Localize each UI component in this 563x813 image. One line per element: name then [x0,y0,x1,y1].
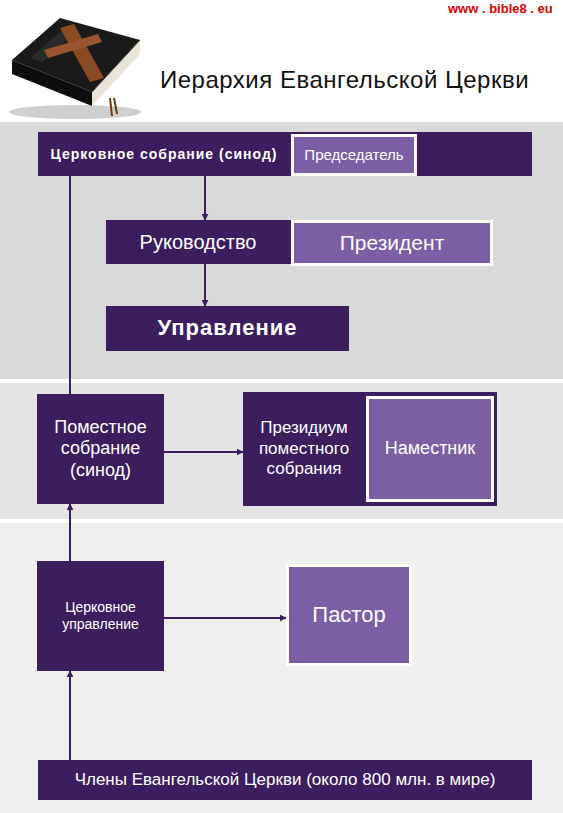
diagram-title: Иерархия Евангельской Церкви [160,66,529,94]
box-label: Управление [106,306,349,351]
pastor-box: Пастор [286,564,412,666]
administration-box: Управление [106,306,349,351]
synod-box: Церковное собрание (синод)Председатель [38,132,532,176]
vicar-box: Наместник [366,396,494,502]
box-label: Председатель [294,137,414,173]
connector-arrow [164,451,243,453]
bible-illustration [0,0,150,122]
connector-arrow [164,617,286,619]
members-box: Члены Евангельской Церкви (около 800 млн… [38,760,532,800]
leadership-box: РуководствоПрезидент [106,220,493,264]
chairman-box: Председатель [291,134,417,176]
box-label: Президиум поместного собрания [243,392,365,506]
box-label: Президент [294,223,490,263]
presidium-box: Президиум поместного собранияНаместник [243,392,497,506]
watermark: www . bible8 . eu [448,1,553,16]
connector-arrow [204,176,206,220]
box-label: Пастор [289,567,409,663]
box-label: Руководство [106,220,290,264]
connector-arrow [204,264,206,306]
box-label: Наместник [369,399,491,499]
box-label: Члены Евангельской Церкви (около 800 млн… [38,760,532,800]
church-admin-box: Церковное управление [37,561,164,671]
box-label: Церковное управление [37,561,164,671]
connector-arrow [69,176,71,394]
local-synod-box: Поместное собрание (синод) [37,394,164,504]
connector-arrow [69,671,71,760]
box-label: Церковное собрание (синод) [38,132,290,176]
box-label: Поместное собрание (синод) [37,394,164,504]
president-box: Президент [291,220,493,266]
connector-arrow [69,504,71,561]
